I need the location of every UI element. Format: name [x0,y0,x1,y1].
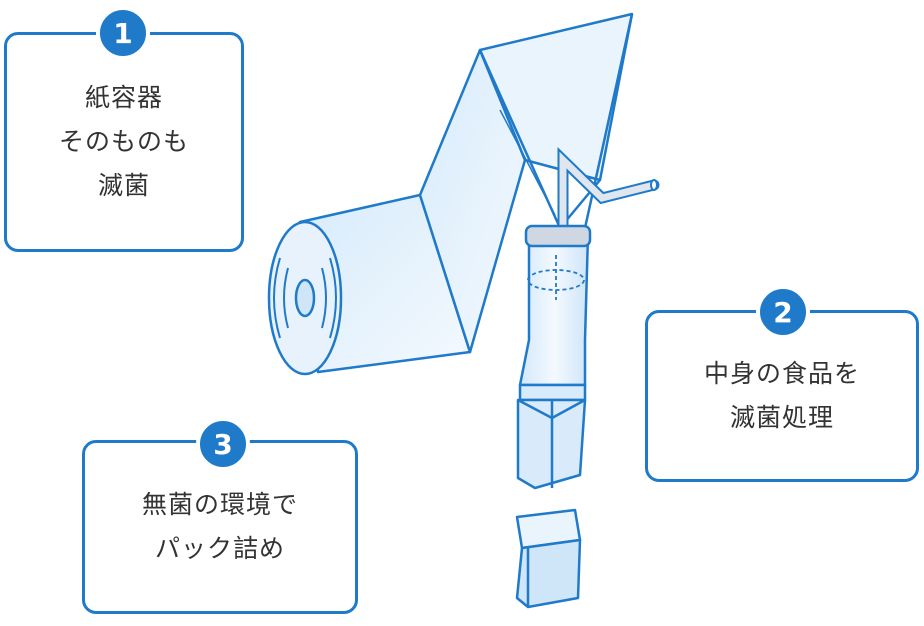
callout-text-2: 中身の食品を 滅菌処理 [704,352,860,440]
step-badge-2: 2 [756,285,810,339]
step-badge-1: 1 [96,6,150,60]
callout-text-1: 紙容器 そのものも 滅菌 [59,76,189,208]
callout-text-3: 無菌の環境で パック詰め [142,483,298,571]
callout-1-line-1: 紙容器 [84,83,163,112]
callout-2-line-2: 滅菌処理 [729,403,834,432]
callout-3-line-2: パック詰め [154,534,285,563]
paper-tube [518,224,592,402]
step-badge-3: 3 [196,417,250,471]
callout-1-line-2: そのものも [58,127,189,156]
callout-container-sterilization: 紙容器 そのものも 滅菌 [4,32,244,252]
finished-carton [515,508,582,609]
carton-forming [516,398,587,490]
callout-1-line-3: 滅菌 [97,171,150,200]
paper-roll [267,193,472,376]
callout-2-line-1: 中身の食品を [703,359,860,388]
callout-3-line-1: 無菌の環境で [141,490,298,519]
paper-web [418,12,634,354]
